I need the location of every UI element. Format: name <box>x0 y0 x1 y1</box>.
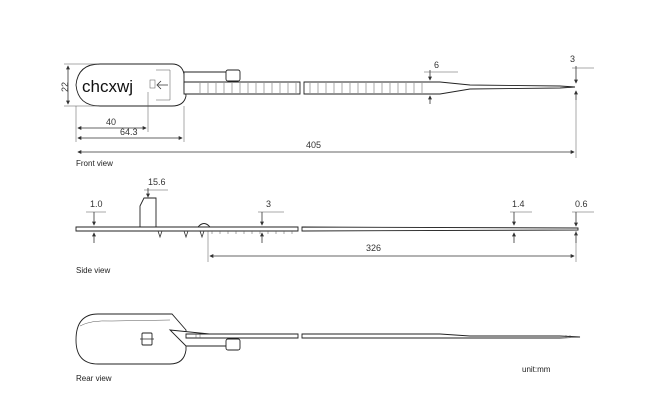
label-rear-view: Rear view <box>76 374 112 383</box>
tag-slot <box>225 69 241 82</box>
dim-side-1-0: 1.0 <box>90 199 103 209</box>
dim-front-6: 6 <box>434 60 439 70</box>
dim-side-3: 3 <box>266 199 271 209</box>
dim-side-0-6: 0.6 <box>575 199 588 209</box>
tag-slot-rear <box>225 338 241 351</box>
unit-label: unit:mm <box>522 365 551 374</box>
dim-front-tip-3: 3 <box>570 54 575 64</box>
seal-head-rear <box>75 313 187 365</box>
strap-side-left <box>75 226 299 232</box>
dim-front-405: 405 <box>306 140 321 150</box>
dim-front-64-3: 64.3 <box>120 127 138 137</box>
label-side-view: Side view <box>76 266 110 275</box>
rear-view: Rear view unit:mm <box>75 313 581 383</box>
strap-rear-right <box>301 333 581 339</box>
dim-side-326: 326 <box>366 243 381 253</box>
front-view: 22 6 3 40 64.3 405 chcxwj Front view <box>60 54 594 168</box>
side-view: 15.6 1.0 3 1.4 0.6 326 Side view <box>75 177 594 275</box>
label-front-view: Front view <box>76 159 113 168</box>
dim-front-height: 22 <box>60 82 70 92</box>
strap-front-right <box>303 81 576 95</box>
strap-side-right <box>301 226 579 232</box>
dim-front-40: 40 <box>106 117 116 127</box>
seal-head-front <box>75 63 187 107</box>
strap-front-left <box>183 81 301 95</box>
seal-head-side <box>139 197 157 228</box>
dim-side-15-6: 15.6 <box>148 177 166 187</box>
logo-text: chcxwj <box>82 77 133 96</box>
strap-rear-left <box>185 333 299 339</box>
dim-side-1-4: 1.4 <box>512 199 525 209</box>
